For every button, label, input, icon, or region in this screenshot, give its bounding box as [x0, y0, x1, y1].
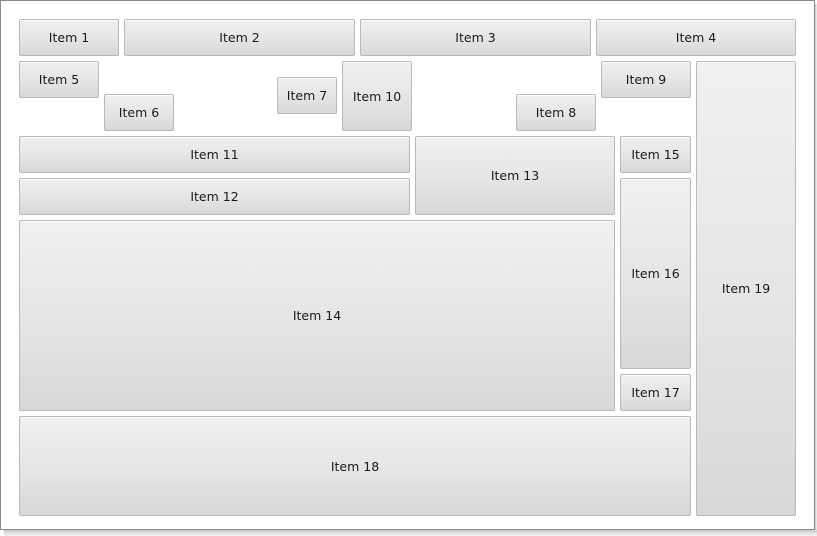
item-17-button[interactable]: Item 17 — [620, 374, 691, 411]
item-18-button[interactable]: Item 18 — [19, 416, 691, 516]
item-4-label: Item 4 — [675, 30, 717, 45]
item-15-label: Item 15 — [631, 147, 680, 162]
item-11-button[interactable]: Item 11 — [19, 136, 410, 173]
item-18-label: Item 18 — [330, 458, 380, 474]
item-7-label: Item 7 — [286, 88, 328, 103]
item-14-label: Item 14 — [292, 308, 342, 323]
item-1-button[interactable]: Item 1 — [19, 19, 119, 56]
item-6-label: Item 6 — [118, 105, 160, 120]
item-19-button[interactable]: Item 19 — [696, 61, 796, 516]
item-12-label: Item 12 — [190, 189, 239, 204]
frame-shadow-right — [815, 4, 817, 536]
item-15-button[interactable]: Item 15 — [620, 136, 691, 173]
item-10-label: Item 10 — [352, 88, 402, 104]
item-6-button[interactable]: Item 6 — [104, 94, 174, 131]
item-10-button[interactable]: Item 10 — [342, 61, 412, 131]
item-17-label: Item 17 — [631, 385, 680, 400]
frame-shadow-bottom — [4, 530, 817, 536]
item-3-button[interactable]: Item 3 — [360, 19, 591, 56]
item-19-label: Item 19 — [721, 281, 771, 296]
item-13-button[interactable]: Item 13 — [415, 136, 615, 215]
item-16-label: Item 16 — [631, 266, 680, 281]
item-4-button[interactable]: Item 4 — [596, 19, 796, 56]
item-5-label: Item 5 — [38, 72, 80, 87]
item-1-label: Item 1 — [48, 30, 90, 45]
item-5-button[interactable]: Item 5 — [19, 61, 99, 98]
item-7-button[interactable]: Item 7 — [277, 77, 337, 114]
item-11-label: Item 11 — [190, 147, 239, 162]
item-13-label: Item 13 — [490, 168, 540, 183]
item-2-label: Item 2 — [219, 30, 260, 45]
item-9-button[interactable]: Item 9 — [601, 61, 691, 98]
item-8-button[interactable]: Item 8 — [516, 94, 596, 131]
item-16-button[interactable]: Item 16 — [620, 178, 691, 369]
item-2-button[interactable]: Item 2 — [124, 19, 355, 56]
item-14-button[interactable]: Item 14 — [19, 220, 615, 411]
item-3-label: Item 3 — [455, 30, 496, 45]
item-9-label: Item 9 — [625, 72, 667, 87]
item-12-button[interactable]: Item 12 — [19, 178, 410, 215]
item-8-label: Item 8 — [535, 105, 577, 120]
